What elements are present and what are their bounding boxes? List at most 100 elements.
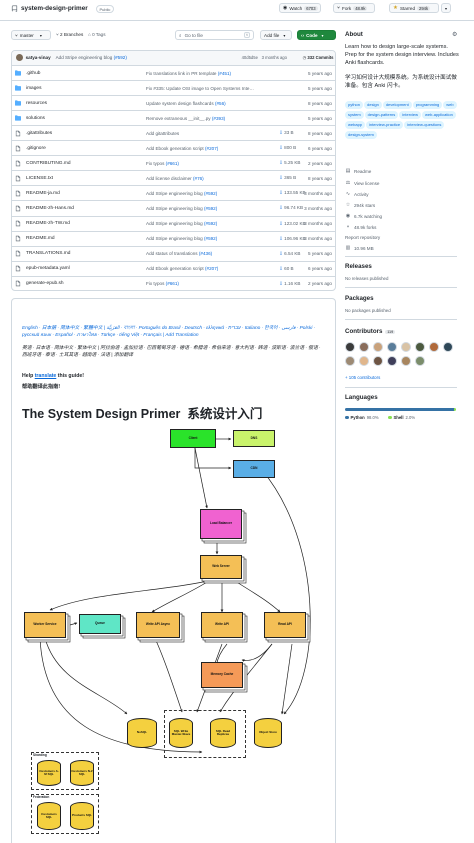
file-name[interactable]: .gitattributes	[26, 130, 53, 136]
file-commit-message[interactable]: Add license disclaimer (#76)	[146, 175, 204, 181]
star-dropdown-button[interactable]: ▾	[441, 3, 451, 13]
file-name[interactable]: README.md	[26, 236, 55, 242]
file-commit-message[interactable]: Fix typos (#661)	[146, 160, 179, 166]
topic-tag[interactable]: interview-practice	[366, 121, 404, 129]
translate-link[interactable]: translate	[34, 373, 57, 379]
tags-link[interactable]: ⌂ 0 Tags	[88, 32, 106, 37]
file-row[interactable]: README-zh-TW.md Add Stripe engineering bl…	[11, 215, 336, 231]
file-commit-message[interactable]: Add status of translations (#436)	[146, 251, 213, 257]
file-name[interactable]: README-zh-Hans.md	[26, 205, 74, 211]
contributor-avatar[interactable]	[387, 356, 397, 366]
branches-link[interactable]: ⑂ 2 Branches	[56, 32, 84, 37]
file-name[interactable]: generate-epub.sh	[26, 281, 64, 287]
contributor-avatar[interactable]	[429, 342, 439, 352]
file-commit-message[interactable]: Fix typos (#661)	[146, 281, 179, 287]
topic-tag[interactable]: web-application	[422, 111, 456, 119]
topic-tag[interactable]: design	[364, 101, 382, 109]
star-button[interactable]: ★ Starred 294k	[389, 3, 439, 13]
file-row[interactable]: solutions Remove extraneous __init__.py (…	[11, 110, 336, 125]
contributor-avatar[interactable]	[345, 342, 355, 352]
contributor-avatar[interactable]	[359, 342, 369, 352]
watching-link[interactable]: ◉6.7k watching	[345, 213, 383, 219]
file-name[interactable]: .github	[26, 70, 41, 76]
watch-button[interactable]: ◉ Watch 6703	[279, 3, 321, 13]
file-commit-message[interactable]: Remove extraneous __init__.py (#393)	[146, 115, 226, 121]
file-name[interactable]: resources	[26, 100, 48, 106]
file-row[interactable]: .github Fix translations link in PR templ…	[11, 65, 336, 80]
file-commit-message[interactable]: Add Stripe engineering blog (#592)	[146, 190, 218, 196]
file-name[interactable]: epub-metadata.yaml	[26, 266, 70, 272]
contributor-avatar[interactable]	[443, 342, 453, 352]
file-name[interactable]: README-ja.md	[26, 190, 60, 196]
file-commit-message[interactable]: Fix translations link in PR template (#4…	[146, 70, 232, 76]
contributor-avatar[interactable]	[359, 356, 369, 366]
readme-languages[interactable]: English ∙ 日本語 ∙ 简体中文 ∙ 繁體中文 | العَرَبِيَ…	[22, 326, 316, 338]
file-name[interactable]: LICENSE.txt	[26, 175, 53, 181]
file-row[interactable]: TRANSLATIONS.md Add status of translation…	[11, 245, 336, 261]
topic-tag[interactable]: design-patterns	[364, 111, 399, 119]
fork-button[interactable]: ⑂ Fork 48.9k	[333, 3, 375, 13]
file-name[interactable]: CONTRIBUTING.md	[26, 160, 71, 166]
file-row[interactable]: epub-metadata.yaml Add Ebook generation s…	[11, 260, 336, 276]
report-link[interactable]: Report repository	[345, 235, 381, 240]
contributors-heading[interactable]: Contributors 119	[345, 328, 396, 335]
file-commit-message[interactable]: Add Stripe engineering blog (#592)	[146, 236, 218, 242]
contributor-avatar[interactable]	[415, 342, 425, 352]
contributor-avatar[interactable]	[387, 342, 397, 352]
contributor-avatar[interactable]	[373, 342, 383, 352]
commit-message[interactable]: Add Stripe engineering blog (#592)	[55, 55, 127, 61]
file-row[interactable]: README-ja.md Add Stripe engineering blog …	[11, 185, 336, 200]
more-contributors-link[interactable]: + 105 contributors	[345, 375, 381, 380]
file-row[interactable]: .gitignore Add Ebook generation script (#…	[11, 140, 336, 155]
file-name[interactable]: images	[26, 85, 42, 91]
file-commit-message[interactable]: Add Stripe engineering blog (#592)	[146, 205, 218, 211]
packages-heading[interactable]: Packages	[345, 295, 374, 302]
file-commit-message[interactable]: Update system design flashcards (#56)	[146, 100, 226, 106]
releases-heading[interactable]: Releases	[345, 263, 372, 270]
file-row[interactable]: README.md Add Stripe engineering blog (#5…	[11, 230, 336, 246]
contributor-avatar[interactable]	[401, 356, 411, 366]
repo-name[interactable]: system-design-primer	[21, 5, 88, 12]
file-commit-message[interactable]: Add Ebook generation script (#207)	[146, 145, 219, 151]
topic-tag[interactable]: interview	[399, 111, 422, 119]
readme-link[interactable]: ▤Readme	[345, 168, 372, 174]
topic-tag[interactable]: interview-questions	[404, 121, 445, 129]
topic-tag[interactable]: python	[345, 101, 364, 109]
file-name[interactable]: solutions	[26, 115, 45, 121]
code-button[interactable]: ‹› Code ▾	[297, 30, 336, 40]
about-settings-icon[interactable]: ⚙	[452, 32, 458, 38]
commit-count-link[interactable]: ◷ 332 Commits	[302, 55, 334, 61]
file-name[interactable]: .gitignore	[26, 145, 46, 151]
commit-hash[interactable]: 40d5d5e	[241, 55, 258, 61]
stars-link[interactable]: ☆294k stars	[345, 202, 376, 208]
file-name[interactable]: TRANSLATIONS.md	[26, 251, 71, 257]
contributor-avatar[interactable]	[415, 356, 425, 366]
topic-tag[interactable]: design-system	[345, 131, 377, 139]
file-commit-message[interactable]: Add gitattributes	[146, 130, 180, 136]
forks-link[interactable]: ⑂48.9k forks	[346, 224, 377, 230]
contributor-avatar[interactable]	[373, 356, 383, 366]
file-commit-message[interactable]: Add Ebook generation script (#207)	[146, 266, 219, 272]
license-link[interactable]: ⚖View license	[345, 180, 380, 186]
add-file-button[interactable]: Add file ▾	[260, 30, 292, 40]
file-row[interactable]: resources Update system design flashcards…	[11, 95, 336, 110]
topic-tag[interactable]: web	[443, 101, 457, 109]
topic-tag[interactable]: development	[382, 101, 412, 109]
topic-tag[interactable]: system	[345, 111, 364, 119]
activity-link[interactable]: ∿Activity	[345, 191, 369, 197]
commit-author[interactable]: satya-vinay	[25, 55, 51, 61]
contributor-avatar[interactable]	[345, 356, 355, 366]
file-commit-message[interactable]: Add Stripe engineering blog (#592)	[146, 221, 218, 226]
file-name[interactable]: README-zh-TW.md	[26, 221, 70, 226]
file-row[interactable]: README-zh-Hans.md Add Stripe engineering …	[11, 200, 336, 215]
branch-selector[interactable]: ⑂ master ▾	[11, 30, 51, 40]
avatar[interactable]	[15, 54, 23, 62]
topic-tag[interactable]: programming	[412, 101, 443, 109]
